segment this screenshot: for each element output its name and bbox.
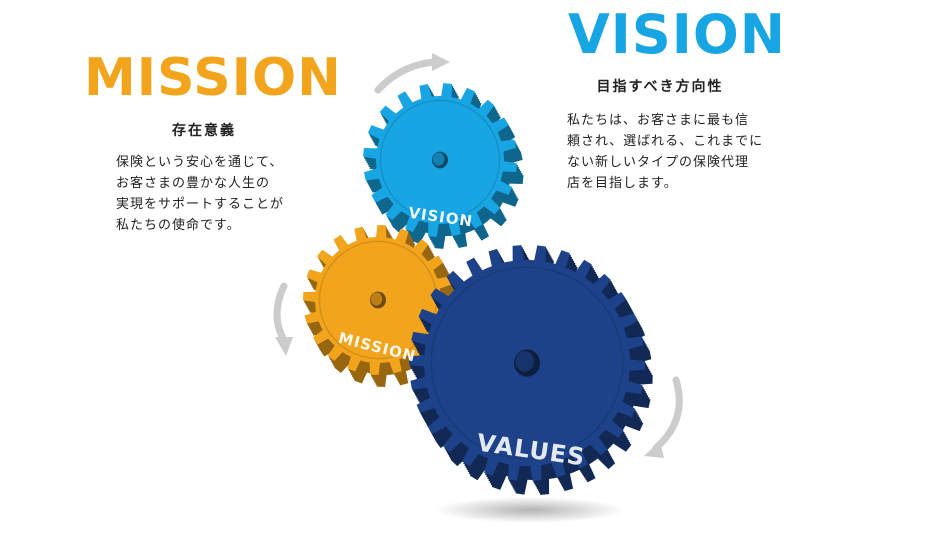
gear-shadow [435, 497, 625, 523]
vision-section: VISION 目指すべき方向性 私たちは、お客さまに最も信 頼され、選ばれる、こ… [560, 8, 790, 194]
rotation-arrow-left [273, 282, 293, 356]
gear-vision-ring [379, 99, 501, 221]
rotation-arrow-right [644, 376, 683, 458]
gear-values-ring [430, 266, 624, 460]
gear-values-hole-inner [515, 351, 535, 372]
mission-title: MISSION [84, 48, 342, 108]
mission-subtitle: 存在意義 [172, 123, 236, 139]
mission-section: MISSION 存在意義 保険という安心を通じて、 お客さまの豊かな人生の 実現… [84, 48, 342, 236]
vision-gear [363, 83, 524, 249]
vision-title: VISION [568, 3, 786, 66]
vision-subtitle: 目指すべき方向性 [596, 79, 724, 95]
mission-text: 保険という安心を通じて、 お客さまの豊かな人生の 実現をサポートすることが 私た… [116, 155, 285, 233]
gear-vision-hole-inner [432, 152, 445, 166]
gear-mission-hole-inner [370, 292, 383, 306]
vision-text: 私たちは、お客さまに最も信 頼され、選ばれる、これまでに ない新しいタイプの保険… [567, 113, 764, 191]
values-gear [409, 245, 653, 495]
rotation-arrow-top [374, 53, 450, 94]
